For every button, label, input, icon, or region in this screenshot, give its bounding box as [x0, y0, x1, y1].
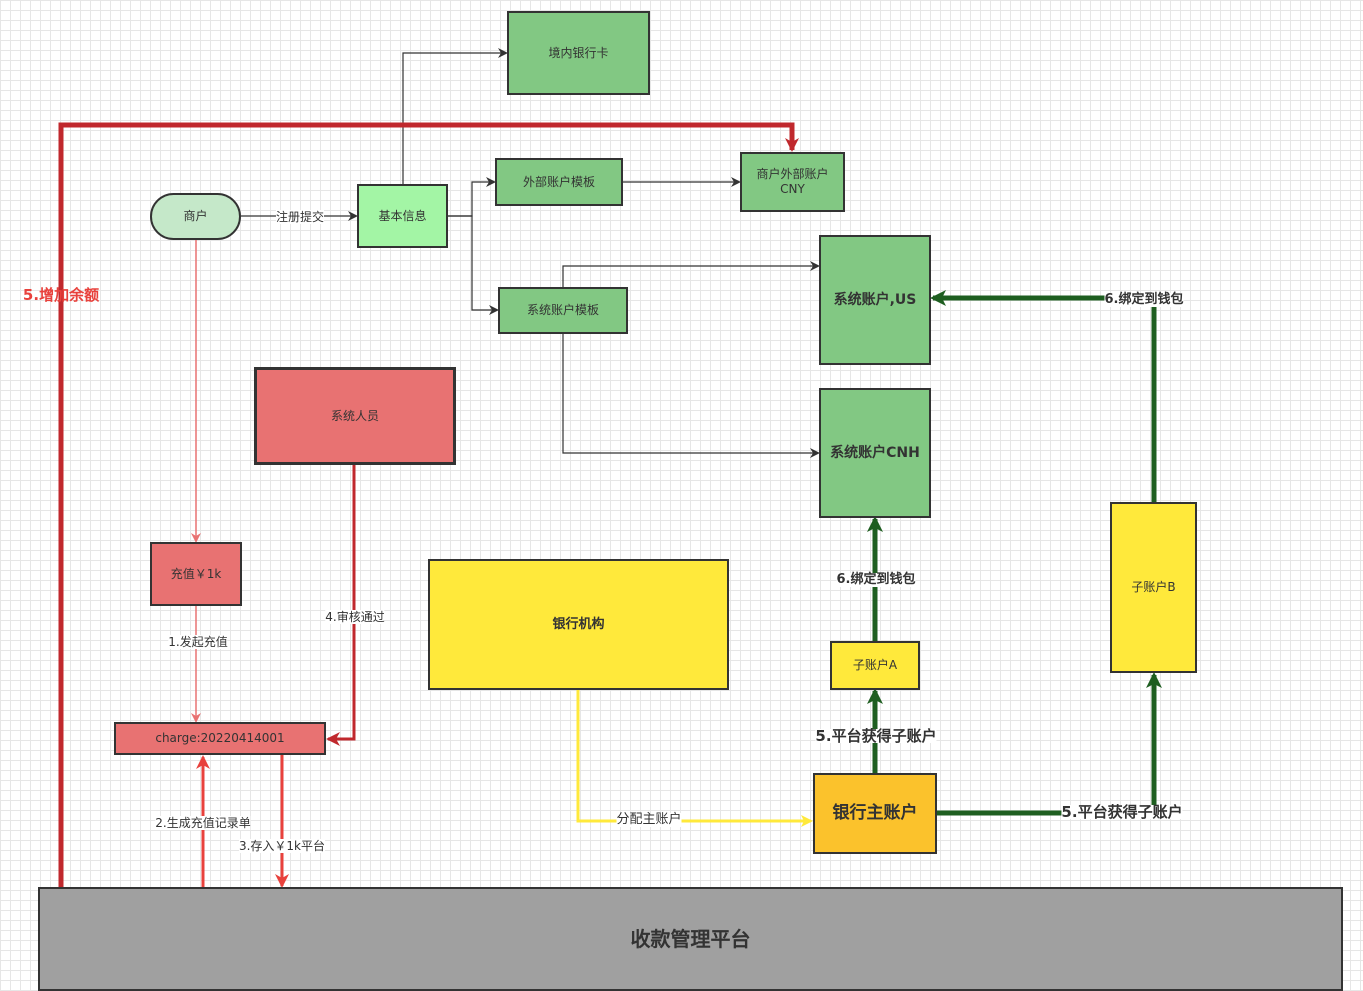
deposit-platform-label: 3.存入￥1k平台	[238, 839, 326, 853]
bind-wallet-a-label: 6.绑定到钱包	[836, 572, 916, 587]
platform-get-sub-account-a-label: 5.平台获得子账户	[815, 727, 937, 745]
initiate-recharge-label: 1.发起充值	[168, 635, 228, 649]
bank-institution-node: 银行机构	[428, 559, 729, 690]
generate-record-label: 2.生成充值记录单	[155, 816, 251, 830]
edge-sys-template-sys-us	[562, 261, 820, 287]
edge-basic-info-ext-template	[448, 177, 496, 217]
register-submit-label: 注册提交	[275, 210, 325, 224]
edge-basic-info-sys-template	[448, 215, 499, 315]
bind-wallet-b-label: 6.绑定到钱包	[1104, 292, 1184, 307]
edge-staff-charge	[326, 465, 356, 746]
external-account-template-node: 外部账户模板	[495, 158, 623, 206]
merchant-external-account-line2: CNY	[780, 182, 805, 196]
assign-main-account-label: 分配主账户	[616, 812, 682, 827]
merchant-node: 商户	[150, 193, 241, 240]
edge-sub-b-sys-us	[930, 290, 1157, 502]
sub-account-b-node: 子账户B	[1110, 502, 1197, 673]
collection-management-platform-node: 收款管理平台	[38, 887, 1343, 991]
system-staff-node: 系统人员	[254, 367, 456, 465]
domestic-bank-card-node: 境内银行卡	[507, 11, 650, 95]
merchant-external-account-line1: 商户外部账户	[756, 167, 829, 181]
system-account-template-node: 系统账户模板	[498, 287, 628, 334]
approved-label: 4.审核通过	[325, 610, 385, 624]
system-account-us-node: 系统账户,US	[819, 235, 931, 365]
platform-get-sub-account-b-label: 5.平台获得子账户	[1061, 803, 1183, 821]
basic-info-node: 基本信息	[357, 184, 448, 248]
merchant-external-account-node: 商户外部账户 CNY	[740, 152, 845, 212]
increase-balance-label: 5.增加余额	[22, 286, 100, 304]
edge-basic-info-domestic-card	[402, 48, 508, 184]
bank-main-account-node: 银行主账户	[813, 773, 937, 854]
sub-account-a-node: 子账户A	[830, 641, 920, 690]
edge-bank-main-sub-b	[937, 672, 1162, 816]
recharge-node: 充值￥1k	[150, 542, 242, 606]
system-account-cnh-node: 系统账户CNH	[819, 388, 931, 518]
edge-bank-inst-bank-main	[576, 690, 813, 827]
charge-record-node: charge:20220414001	[114, 722, 326, 755]
edge-platform-merchant-ext	[58, 122, 799, 887]
edge-sys-template-sys-cnh	[562, 334, 820, 458]
